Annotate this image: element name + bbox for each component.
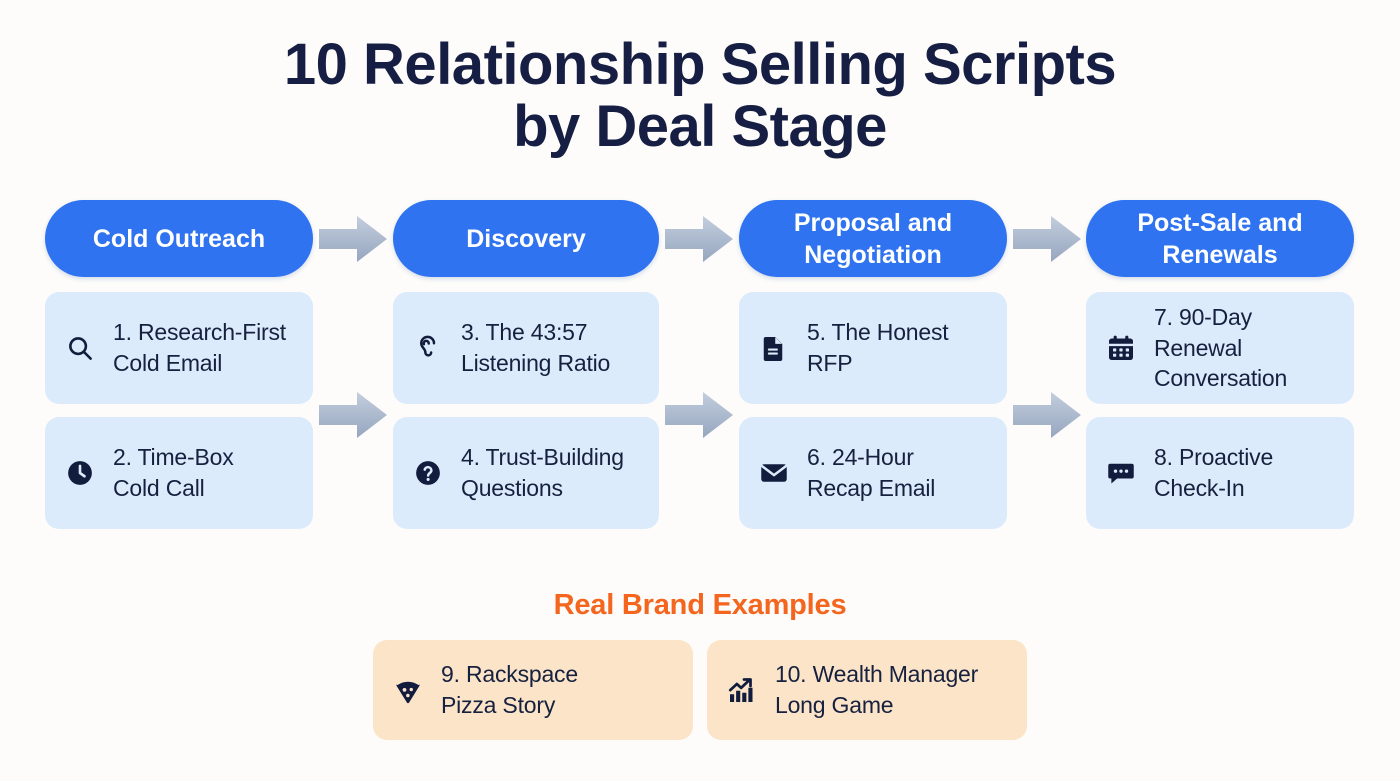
stage-pill-cold-outreach[interactable]: Cold Outreach xyxy=(45,200,313,277)
clock-icon xyxy=(63,456,97,490)
step-card-5[interactable]: 5. The Honest RFP xyxy=(739,292,1007,404)
ear-icon xyxy=(411,331,445,365)
step-card-3[interactable]: 3. The 43:57 Listening Ratio xyxy=(393,292,659,404)
stage-label: Discovery xyxy=(466,224,586,253)
calendar-icon xyxy=(1104,331,1138,365)
arrow-stage-2-3 xyxy=(665,214,733,264)
step-card-6[interactable]: 6. 24-Hour Recap Email xyxy=(739,417,1007,529)
page-title: 10 Relationship Selling Scripts by Deal … xyxy=(283,32,1117,160)
step-card-label: 4. Trust-Building Questions xyxy=(461,444,624,501)
step-card-label: 5. The Honest RFP xyxy=(807,319,949,376)
brand-section-heading: Real Brand Examples xyxy=(553,589,847,621)
envelope-icon xyxy=(757,456,791,490)
arrow-stage-3-4 xyxy=(1013,214,1081,264)
step-card-2[interactable]: 2. Time-Box Cold Call xyxy=(45,417,313,529)
trending-up-icon xyxy=(725,673,759,707)
step-card-7[interactable]: 7. 90-Day Renewal Conversation xyxy=(1086,292,1354,404)
step-card-label: 3. The 43:57 Listening Ratio xyxy=(461,319,611,376)
step-card-4[interactable]: 4. Trust-Building Questions xyxy=(393,417,659,529)
document-icon xyxy=(757,331,791,365)
brand-card-10[interactable]: 10. Wealth Manager Long Game xyxy=(707,640,1027,740)
search-icon xyxy=(63,331,97,365)
brand-card-label: 10. Wealth Manager Long Game xyxy=(775,661,979,718)
chat-icon xyxy=(1104,456,1138,490)
stage-pill-proposal-and-negotiation[interactable]: Proposal and Negotiation xyxy=(739,200,1007,277)
stage-pill-post-sale-and-renewals[interactable]: Post-Sale and Renewals xyxy=(1086,200,1354,277)
step-card-label: 7. 90-Day Renewal Conversation xyxy=(1154,304,1288,392)
brand-card-9[interactable]: 9. Rackspace Pizza Story xyxy=(373,640,693,740)
arrow-stage-1-2 xyxy=(319,214,387,264)
question-icon xyxy=(411,456,445,490)
step-card-label: 8. Proactive Check-In xyxy=(1154,444,1274,501)
step-card-label: 6. 24-Hour Recap Email xyxy=(807,444,936,501)
step-card-8[interactable]: 8. Proactive Check-In xyxy=(1086,417,1354,529)
stage-pill-discovery[interactable]: Discovery xyxy=(393,200,659,277)
arrow-cards-3-4 xyxy=(1013,390,1081,440)
brand-card-label: 9. Rackspace Pizza Story xyxy=(441,661,578,718)
step-card-label: 2. Time-Box Cold Call xyxy=(113,444,234,501)
arrow-cards-1-2 xyxy=(319,390,387,440)
step-card-label: 1. Research-First Cold Email xyxy=(113,319,286,376)
pizza-icon xyxy=(391,673,425,707)
stage-label: Cold Outreach xyxy=(92,224,266,253)
arrow-cards-2-3 xyxy=(665,390,733,440)
step-card-1[interactable]: 1. Research-First Cold Email xyxy=(45,292,313,404)
stage-label: Proposal and Negotiation xyxy=(793,208,953,269)
stage-label: Post-Sale and Renewals xyxy=(1137,208,1303,269)
